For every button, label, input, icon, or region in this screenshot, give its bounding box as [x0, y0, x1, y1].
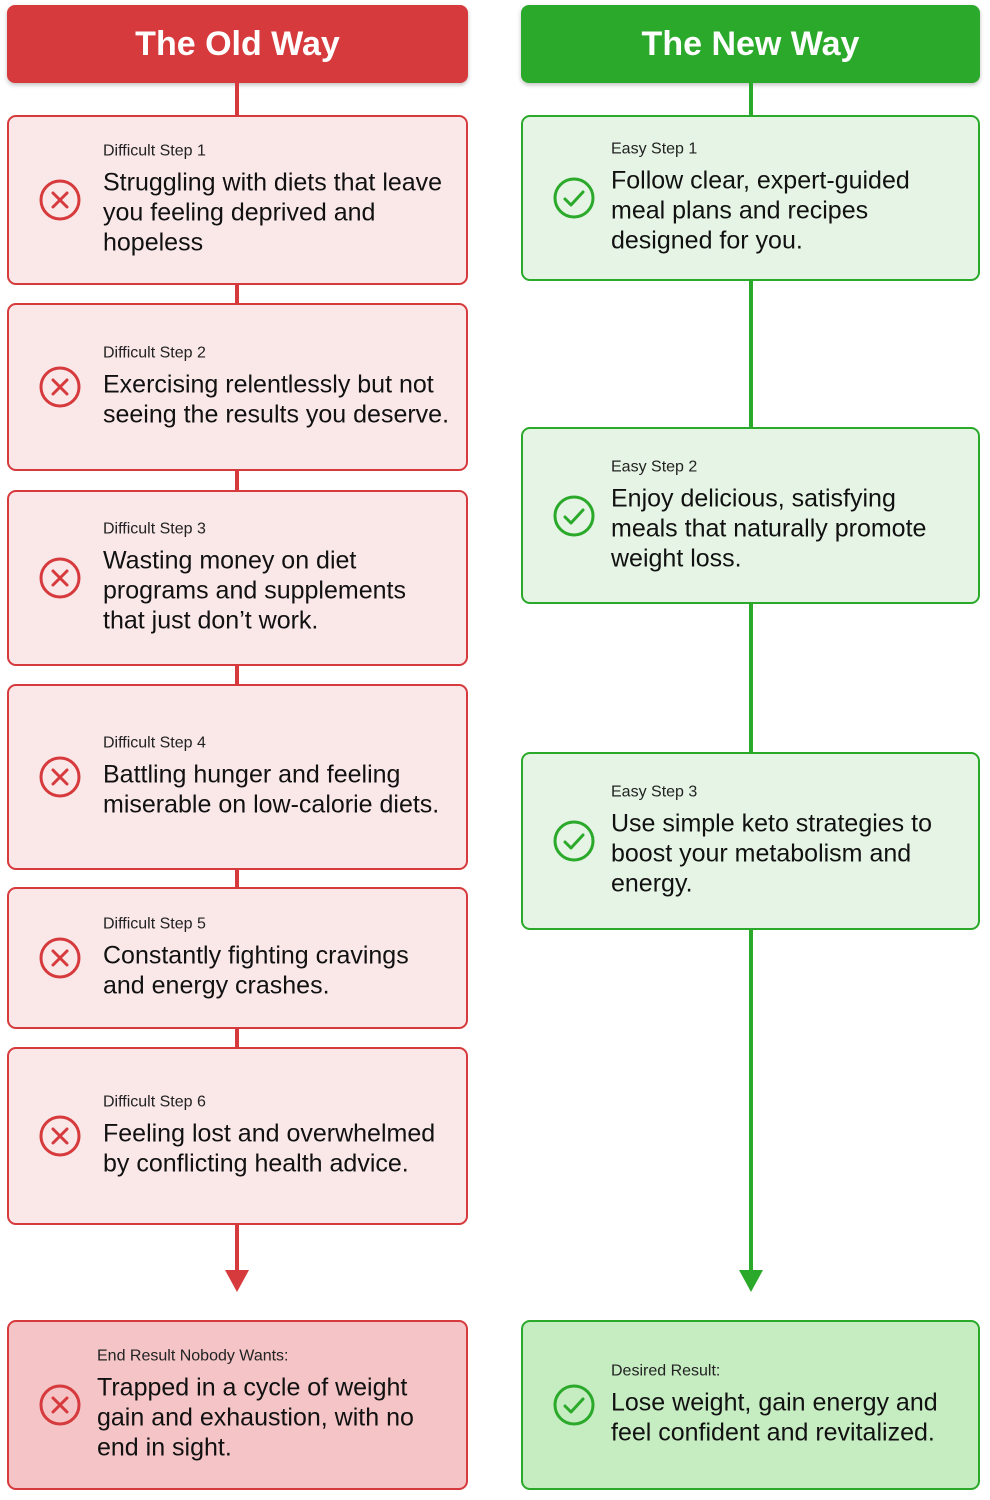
old-step-card: Difficult Step 4 Battling hunger and feel… — [7, 684, 468, 870]
old-way-connector — [235, 83, 239, 1273]
step-text: Struggling with diets that leave you fee… — [103, 168, 443, 257]
result-text: Lose weight, gain energy and feel confid… — [611, 1388, 938, 1447]
old-step-card: Difficult Step 2 Exercising relentlessly … — [7, 303, 468, 471]
new-step-card: Easy Step 2 Enjoy delicious, satisfying m… — [521, 427, 980, 604]
step-text: Constantly fighting cravings and energy … — [103, 941, 409, 1000]
step-label: Difficult Step 5 — [103, 915, 206, 933]
step-text: Battling hunger and feeling miserable on… — [103, 760, 440, 819]
step-label: Difficult Step 2 — [103, 344, 206, 362]
x-circle-icon — [39, 1384, 81, 1426]
check-circle-icon — [553, 495, 595, 537]
new-step-card: Easy Step 3 Use simple keto strategies to… — [521, 752, 980, 930]
check-circle-icon — [553, 177, 595, 219]
step-label: Difficult Step 1 — [103, 142, 206, 160]
step-label: Difficult Step 6 — [103, 1093, 206, 1111]
result-text: Trapped in a cycle of weight gain and ex… — [97, 1373, 414, 1462]
old-step-card: Difficult Step 1 Struggling with diets th… — [7, 115, 468, 285]
new-step-card: Easy Step 1 Follow clear, expert-guided m… — [521, 115, 980, 281]
step-text: Enjoy delicious, satisfying meals that n… — [611, 484, 927, 572]
new-way-arrow-head — [739, 1270, 763, 1292]
step-text: Feeling lost and overwhelmed by conflict… — [103, 1119, 436, 1178]
new-way-header: The New Way — [521, 5, 980, 83]
old-way-arrow-head — [225, 1270, 249, 1292]
step-text: Exercising relentlessly but not seeing t… — [103, 370, 450, 429]
step-label: Easy Step 3 — [611, 783, 698, 801]
new-way-connector — [749, 83, 753, 1273]
new-way-title: The New Way — [641, 24, 860, 63]
step-text: Use simple keto strategies to boost your… — [611, 809, 932, 898]
result-label: Desired Result: — [611, 1362, 721, 1380]
step-text: Wasting money on diet programs and suppl… — [103, 546, 406, 635]
x-circle-icon — [39, 179, 81, 221]
old-step-card: Difficult Step 6 Feeling lost and overwhe… — [7, 1047, 468, 1225]
step-label: Easy Step 1 — [611, 140, 698, 158]
step-text: Follow clear, expert-guided meal plans a… — [611, 166, 910, 255]
x-circle-icon — [39, 756, 81, 798]
step-label: Difficult Step 4 — [103, 734, 206, 752]
old-step-card: Difficult Step 5 Constantly fighting crav… — [7, 887, 468, 1029]
old-step-card: Difficult Step 3 Wasting money on diet pr… — [7, 490, 468, 666]
result-label: End Result Nobody Wants: — [97, 1347, 289, 1365]
x-circle-icon — [39, 1115, 81, 1157]
check-circle-icon — [553, 1384, 595, 1426]
x-circle-icon — [39, 937, 81, 979]
check-circle-icon — [553, 820, 595, 862]
old-result-card: End Result Nobody Wants: Trapped in a cyc… — [7, 1320, 468, 1490]
step-label: Easy Step 2 — [611, 458, 698, 475]
old-way-header: The Old Way — [7, 5, 468, 83]
old-way-title: The Old Way — [135, 24, 340, 63]
x-circle-icon — [39, 366, 81, 408]
new-result-card: Desired Result: Lose weight, gain energy … — [521, 1320, 980, 1490]
x-circle-icon — [39, 557, 81, 599]
step-label: Difficult Step 3 — [103, 520, 206, 538]
